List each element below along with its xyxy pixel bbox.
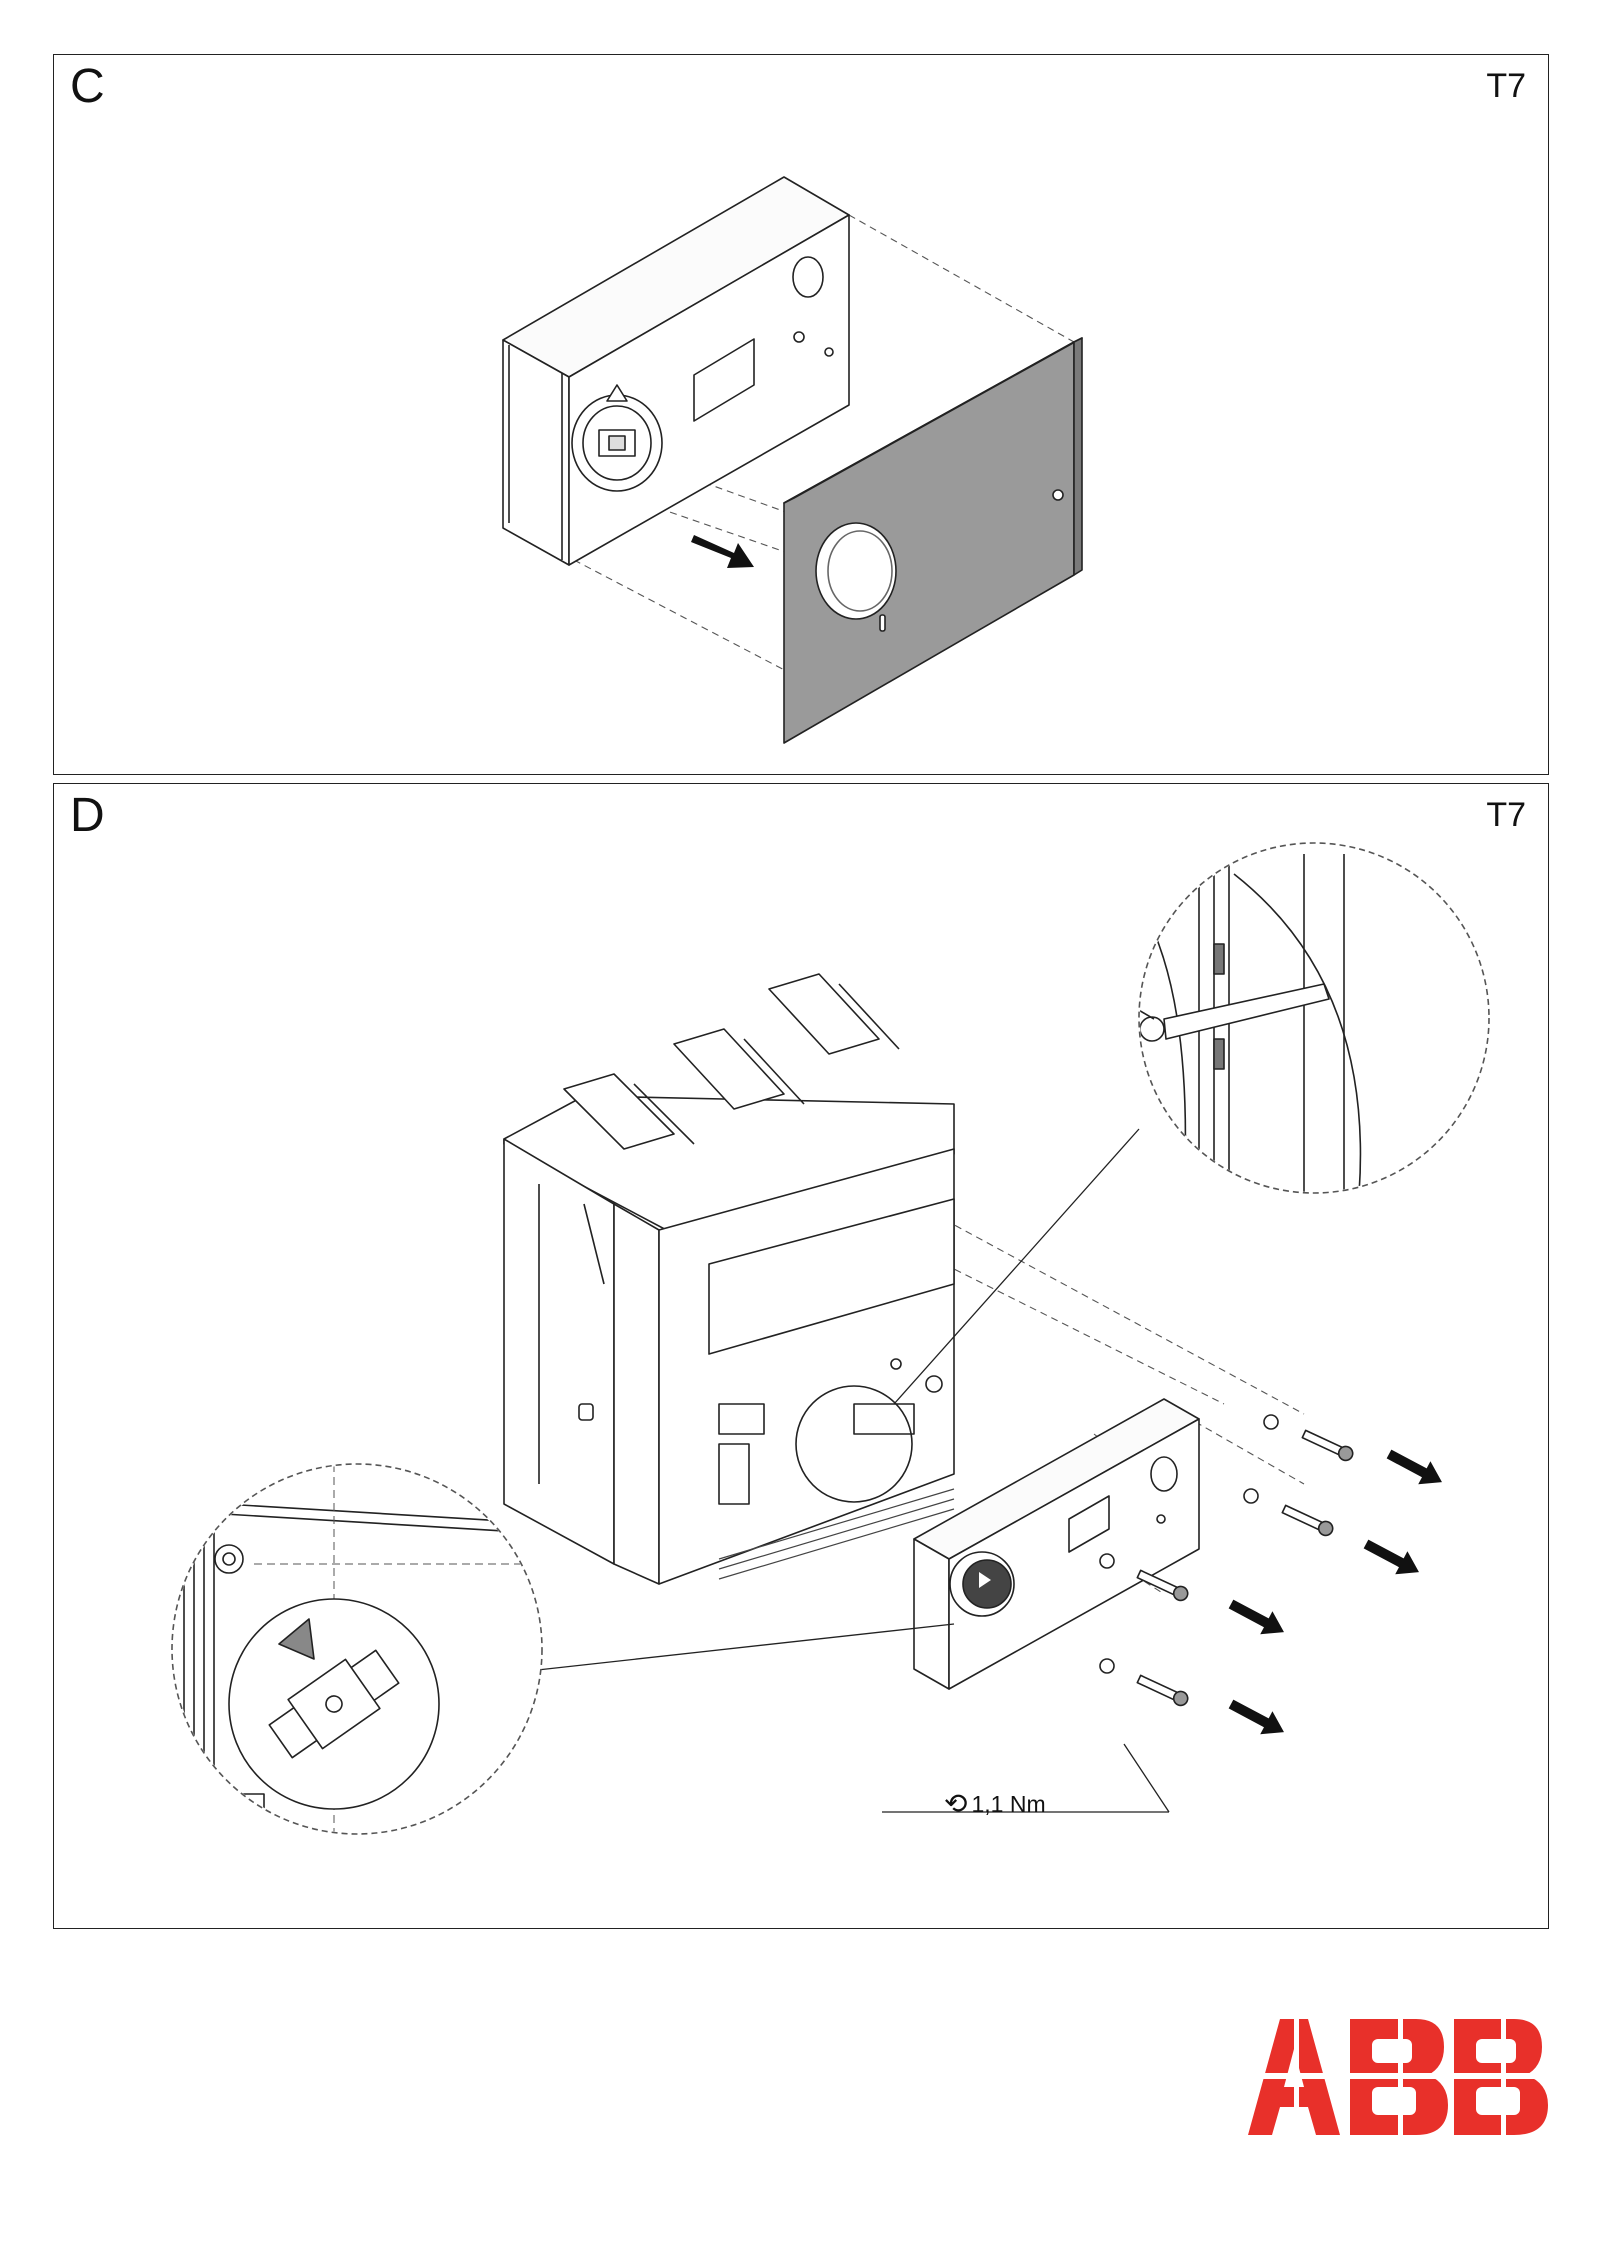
step-c-panel: C T7 — [53, 54, 1549, 775]
step-letter: D — [70, 789, 105, 842]
direction-arrow — [691, 535, 754, 568]
model-code: T7 — [1486, 67, 1526, 105]
circuit-breaker — [503, 973, 955, 1585]
torque-value: 1,1 Nm — [971, 1790, 1046, 1817]
push-arrows — [1228, 1449, 1442, 1735]
torque-spec: ⟲ 1,1 Nm — [944, 1790, 1046, 1818]
breaker-detail-ring — [795, 1385, 913, 1503]
mechanism-box-front — [502, 339, 570, 566]
coupling-detail-view — [171, 1463, 543, 1835]
step-letter: C — [70, 60, 105, 113]
hinge-detail-view — [1138, 842, 1490, 1194]
step-d-panel: D T7 — [53, 783, 1549, 1929]
motor-mechanism-unit — [913, 1398, 1200, 1690]
step-d-illustration — [171, 842, 1490, 1835]
model-code: T7 — [1486, 796, 1526, 834]
step-c-illustration — [502, 176, 1083, 744]
screws — [1099, 1414, 1354, 1707]
abb-logo — [1248, 2019, 1548, 2135]
torque-rotation-icon: ⟲ — [944, 1788, 968, 1819]
